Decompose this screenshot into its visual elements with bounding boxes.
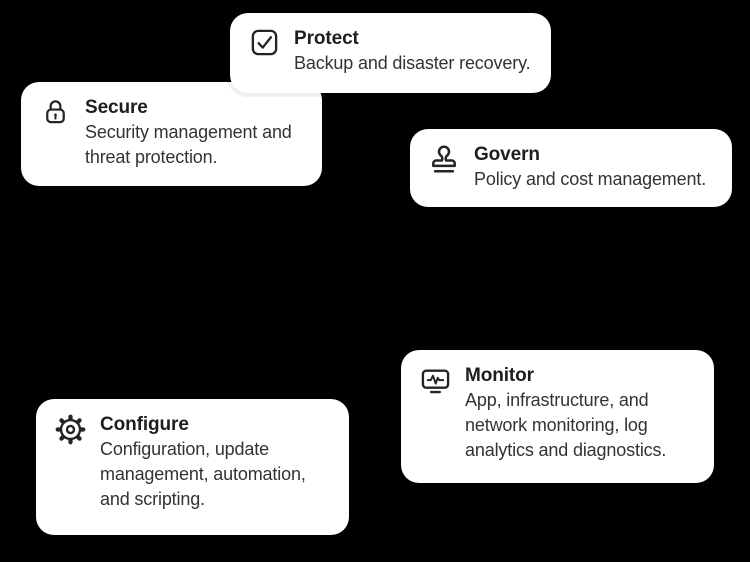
card-monitor: Monitor App, infrastructure, and network… [397,346,718,487]
card-configure: Configure Configuration, update manageme… [32,395,353,539]
card-secure-description: Security management and threat protectio… [85,122,292,167]
card-configure-description: Configuration, update management, automa… [100,439,306,509]
card-protect-text: Protect Backup and disaster recovery. [294,26,539,76]
stamp-icon [427,143,461,177]
lock-icon [38,96,72,127]
card-protect: Protect Backup and disaster recovery. [226,9,555,97]
card-govern-title: Govern [474,144,540,165]
card-protect-title: Protect [294,28,359,49]
card-monitor-title: Monitor [465,365,534,386]
card-monitor-description: App, infrastructure, and network monitor… [465,390,667,460]
checkmark-box-icon [247,27,281,58]
card-configure-title: Configure [100,414,189,435]
card-govern-description: Policy and cost management. [474,169,707,189]
card-govern: Govern Policy and cost management. [406,125,736,211]
card-monitor-text: Monitor App, infrastructure, and network… [465,363,702,463]
monitor-pulse-icon [418,364,452,397]
card-protect-description: Backup and disaster recovery. [294,53,531,73]
card-govern-text: Govern Policy and cost management. [474,142,720,192]
card-secure: Secure Security management and threat pr… [17,78,326,190]
card-secure-text: Secure Security management and threat pr… [85,95,310,170]
card-configure-text: Configure Configuration, update manageme… [100,412,337,512]
gear-icon [53,413,87,446]
card-secure-title: Secure [85,97,148,118]
